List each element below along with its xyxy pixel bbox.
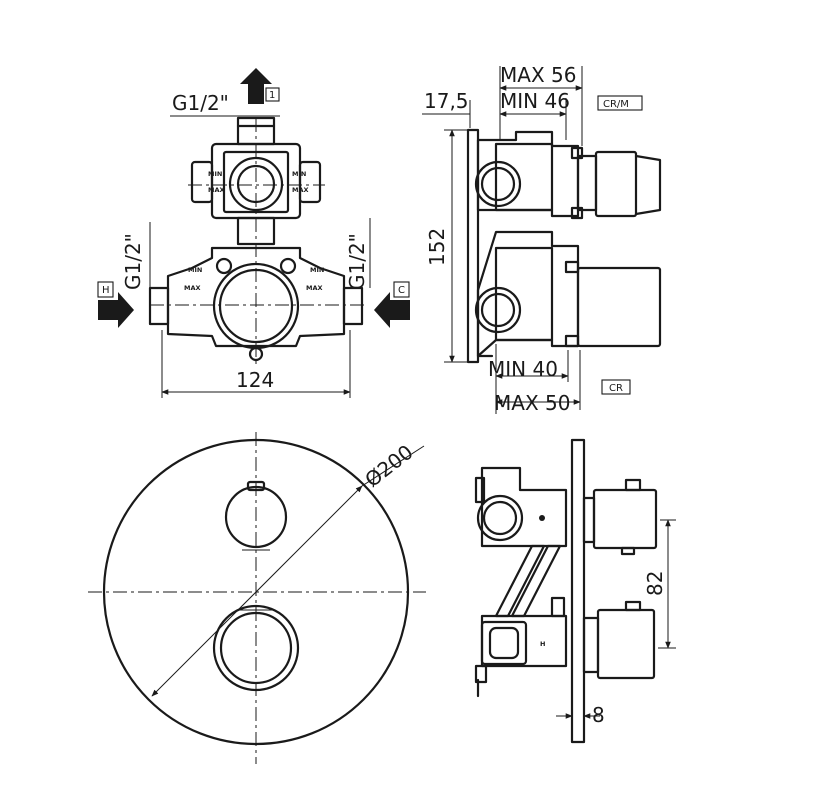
min-depth-top: MIN 46 (500, 89, 570, 113)
min-depth-bottom: MIN 40 (488, 357, 558, 381)
max-depth-top: MAX 56 (500, 63, 576, 87)
max-label-left: MAX (184, 284, 201, 292)
outlet-tag-box (265, 87, 280, 102)
svg-text:MIN: MIN (292, 170, 306, 178)
outlet-arrow-icon (240, 68, 272, 104)
min-label-right: MIN (310, 266, 324, 274)
svg-text:MAX: MAX (292, 186, 309, 194)
height-dimension: 152 (425, 228, 449, 266)
hot-tag: H (102, 285, 110, 296)
right-thread-label: G1/2" (345, 233, 369, 290)
outlet-tag: 1 (269, 90, 275, 101)
left-thread-label: G1/2" (121, 233, 145, 290)
trim-plate-front-view: Ø200 (88, 432, 426, 764)
trim-plate-outline (102, 438, 410, 746)
svg-text:MAX: MAX (208, 186, 225, 194)
max-depth-bottom: MAX 50 (494, 391, 570, 415)
svg-text:H: H (540, 640, 545, 648)
max-label-right: MAX (306, 284, 323, 292)
valve-body-side-view: 17,5 MAX 56 MIN 46 CR/M 152 MIN 40 MAX 5… (422, 63, 662, 415)
offset-dimension: 17,5 (424, 89, 469, 113)
finish-tag-bottom: CR (609, 383, 623, 394)
svg-text:MIN: MIN (208, 170, 222, 178)
min-label-left: MIN (188, 266, 202, 274)
assembly-side-view: H 82 8 (474, 438, 676, 744)
finish-tag-top: CR/M (603, 99, 629, 110)
width-dimension: 124 (236, 368, 274, 392)
cold-tag: C (398, 285, 405, 296)
outlet-thread-label: G1/2" (172, 91, 229, 115)
cold-inlet-arrow-icon (374, 292, 410, 328)
cold-tag-box (393, 281, 410, 298)
finish-tag-bottom-box (601, 379, 631, 395)
plate-diameter: Ø200 (360, 440, 417, 492)
hot-inlet-arrow-icon (98, 292, 134, 328)
valve-body-front-view: 1 G1/2" MIN MAX MIN MAX MIN MAX MIN M (97, 68, 410, 398)
finish-tag-top-box (597, 95, 643, 111)
spacing-dimension: 82 (643, 571, 667, 596)
hot-tag-box (97, 281, 114, 298)
plate-thickness: 8 (592, 703, 605, 727)
